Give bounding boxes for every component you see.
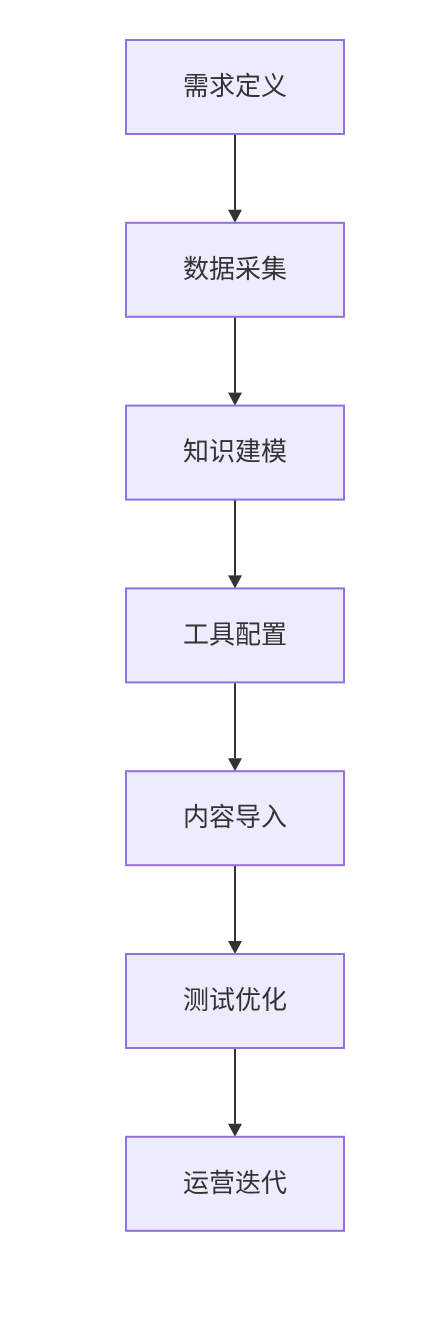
flow-node-box [125, 953, 345, 1049]
flow-edge [228, 865, 242, 954]
flow-edge [228, 134, 242, 223]
flow-edge [228, 682, 242, 772]
arrow-down-icon [228, 575, 242, 589]
flow-node-box [125, 221, 345, 318]
edges-layer [228, 134, 242, 1137]
flow-node-box [125, 404, 345, 501]
flow-node-box [125, 39, 345, 135]
arrow-down-icon [228, 758, 242, 772]
flow-node: 需求定义 [125, 39, 345, 135]
arrow-down-icon [228, 209, 242, 223]
flow-node-label: 运营迭代 [183, 1169, 287, 1199]
flow-node-box [125, 1135, 345, 1232]
flow-node-box [125, 770, 345, 867]
flow-node-label: 知识建模 [183, 438, 287, 468]
flow-node-label: 工具配置 [183, 620, 287, 650]
flow-edge [228, 316, 242, 406]
flow-node-label: 需求定义 [183, 72, 287, 102]
flow-node: 运营迭代 [125, 1135, 345, 1232]
arrow-down-icon [228, 941, 242, 954]
flow-edge [228, 499, 242, 589]
flow-node: 测试优化 [125, 953, 345, 1049]
flow-node: 工具配置 [125, 587, 345, 684]
flow-node-label: 内容导入 [183, 803, 287, 833]
flow-node-box [125, 587, 345, 684]
flow-node-label: 测试优化 [183, 986, 287, 1016]
flow-node-label: 数据采集 [183, 255, 287, 285]
arrow-down-icon [228, 1123, 242, 1137]
flow-node: 知识建模 [125, 404, 345, 501]
flow-edge [228, 1048, 242, 1137]
flow-node: 内容导入 [125, 770, 345, 867]
arrow-down-icon [228, 392, 242, 406]
flow-node: 数据采集 [125, 221, 345, 318]
